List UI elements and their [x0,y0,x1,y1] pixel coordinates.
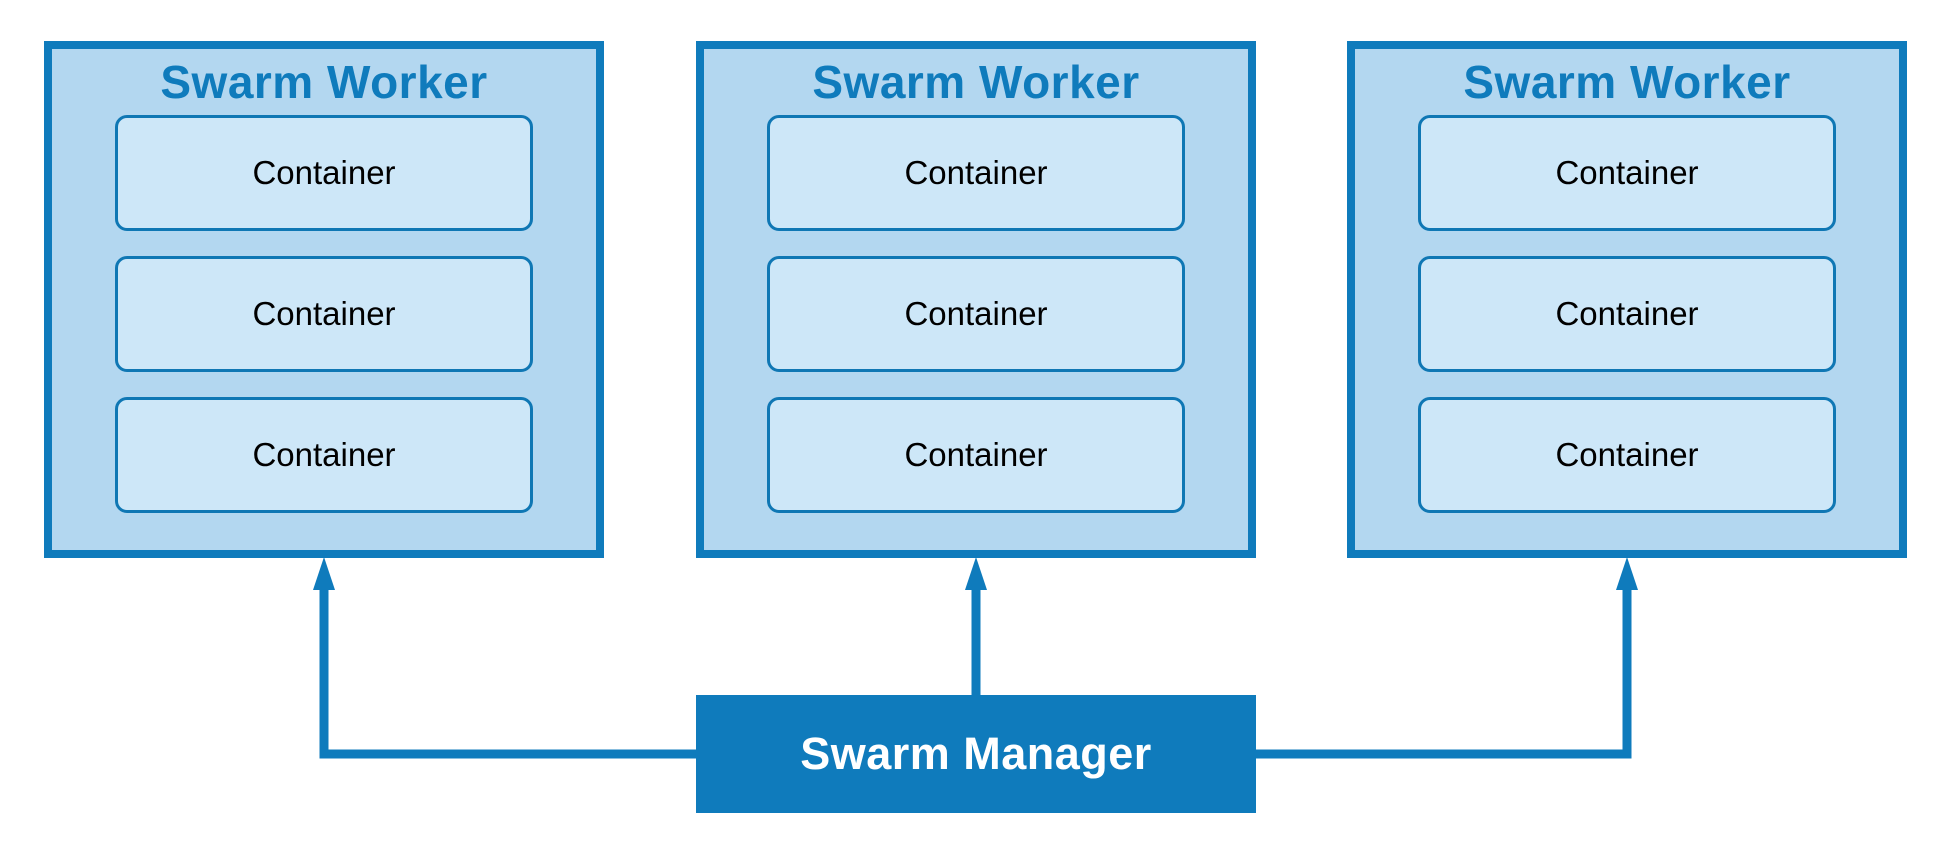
arrow-manager-to-worker-2 [965,557,987,695]
arrow-manager-to-worker-1 [313,557,696,759]
arrowhead-up-icon [313,557,335,590]
swarm-worker-title: Swarm Worker [1463,56,1791,108]
arrow-manager-to-worker-3 [1256,557,1638,759]
container-node: Container [1418,397,1836,513]
arrowhead-up-icon [965,557,987,590]
swarm-worker-title: Swarm Worker [160,56,488,108]
arrowhead-up-icon [1616,557,1638,590]
container-node: Container [115,115,533,231]
container-node: Container [115,256,533,372]
swarm-worker-node-1: Swarm Worker Container Container Contain… [44,41,604,558]
container-node: Container [767,397,1185,513]
container-node: Container [1418,256,1836,372]
container-node: Container [115,397,533,513]
container-node: Container [767,115,1185,231]
swarm-worker-title: Swarm Worker [812,56,1140,108]
swarm-worker-node-3: Swarm Worker Container Container Contain… [1347,41,1907,558]
swarm-manager-node: Swarm Manager [696,695,1256,813]
container-node: Container [1418,115,1836,231]
swarm-worker-node-2: Swarm Worker Container Container Contain… [696,41,1256,558]
container-node: Container [767,256,1185,372]
